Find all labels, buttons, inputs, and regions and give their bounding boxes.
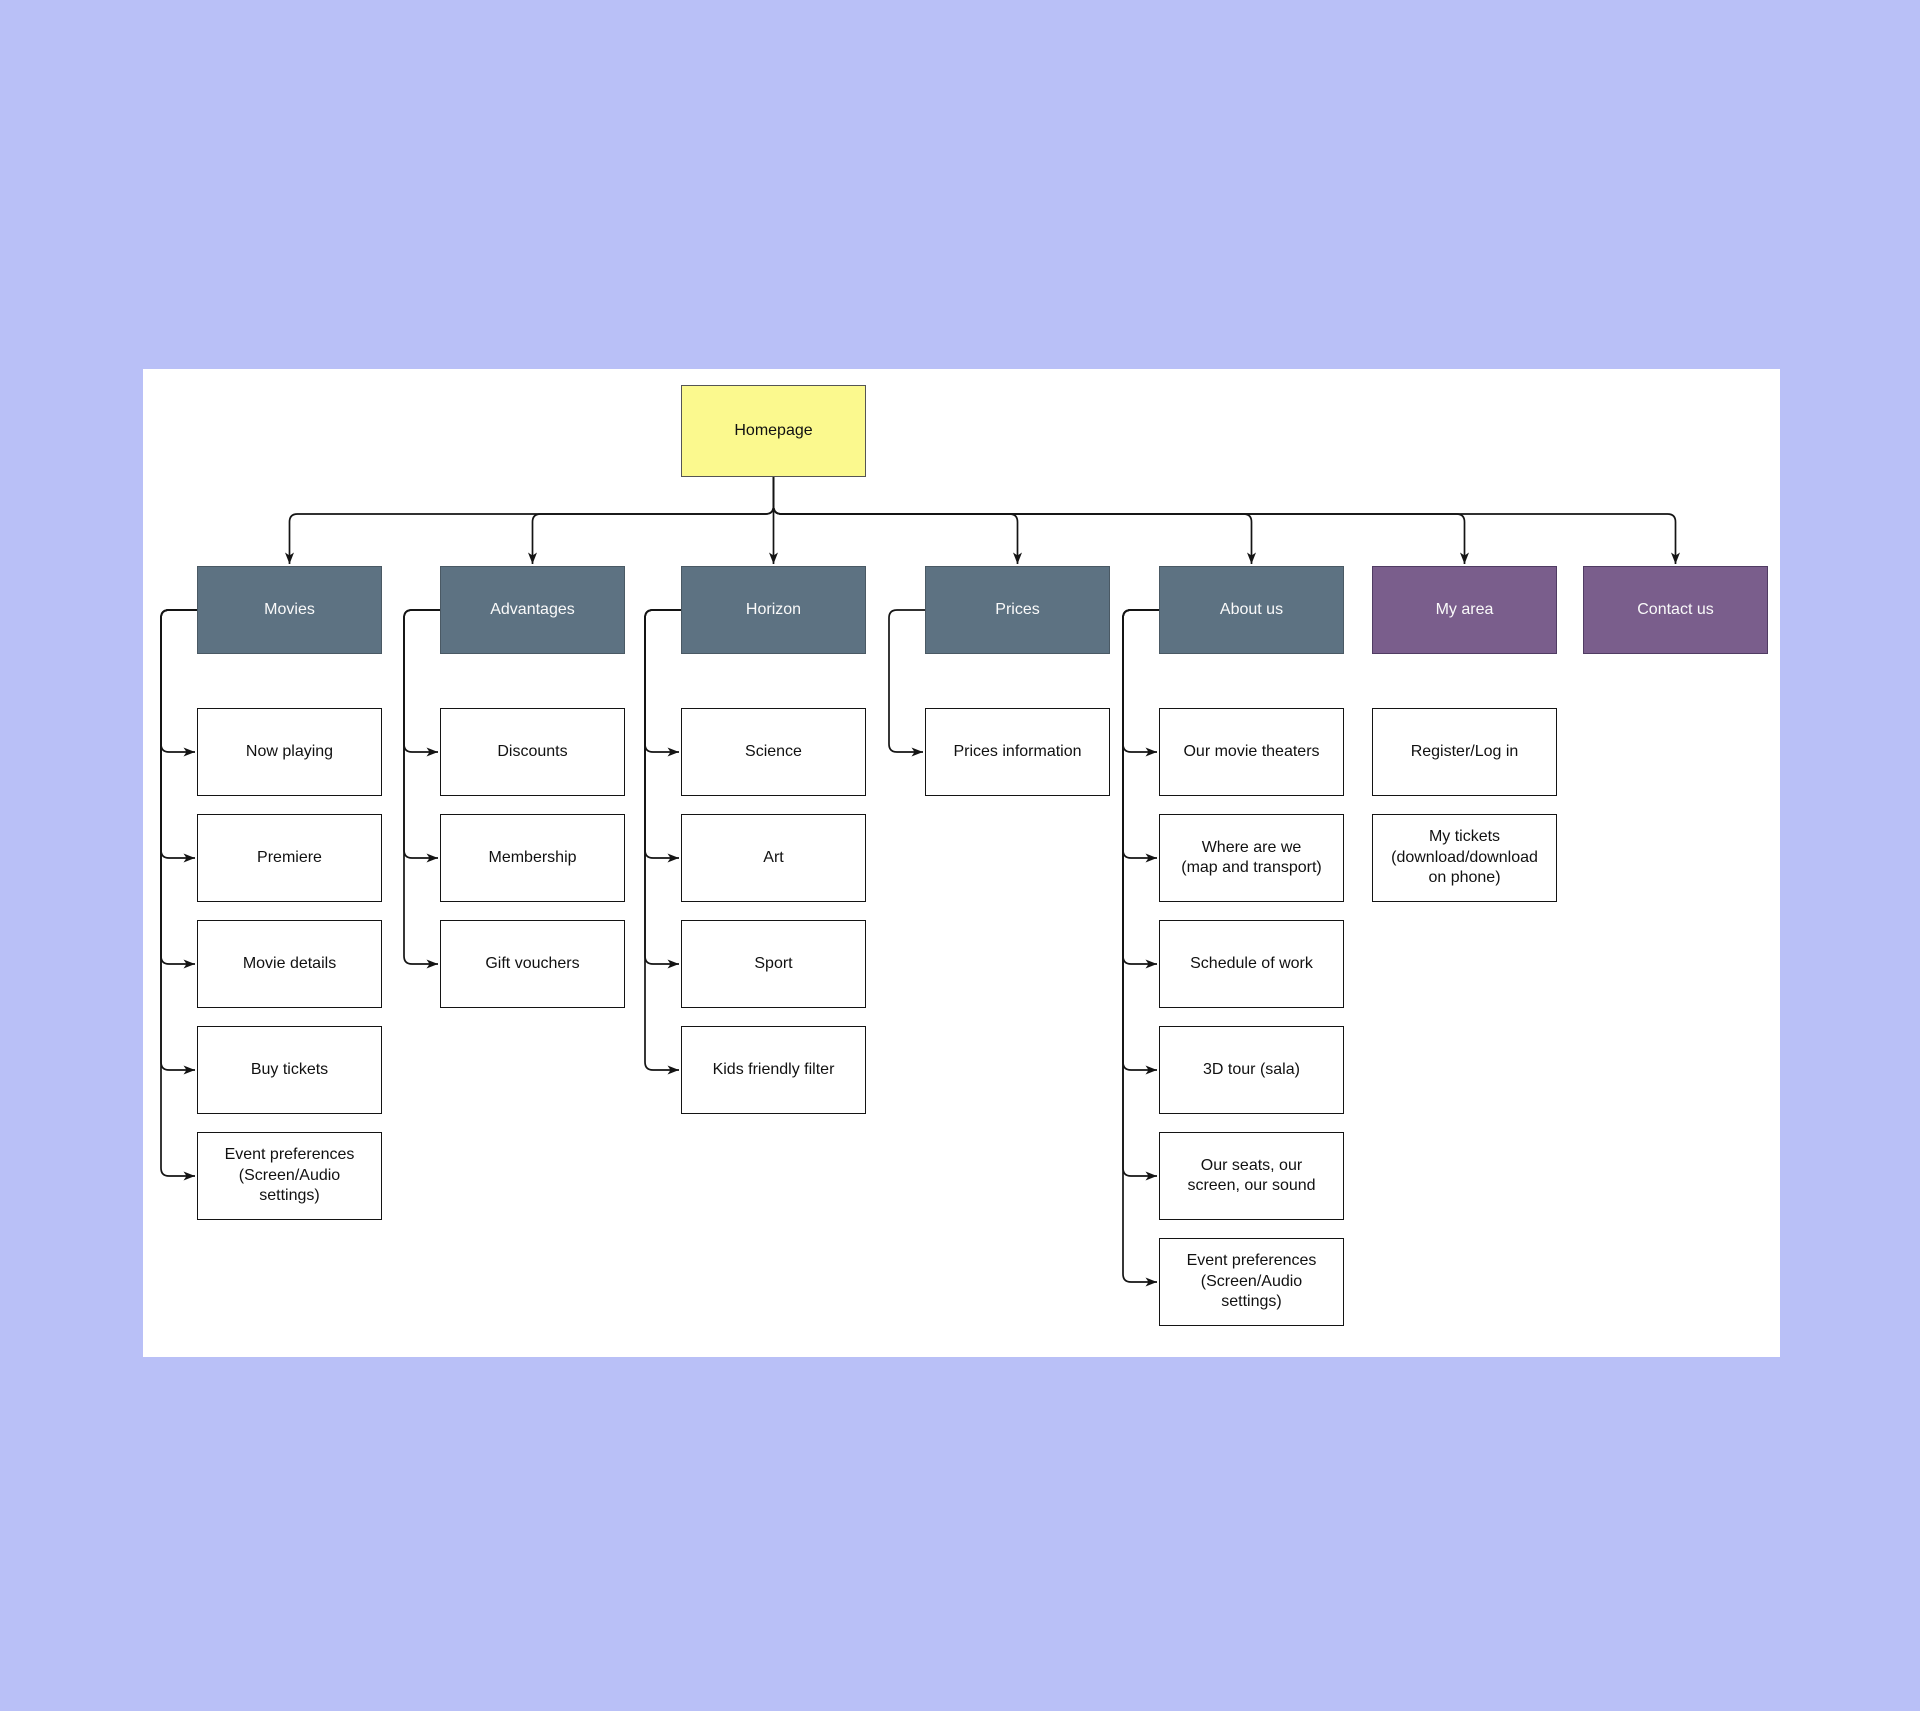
node-where-are-we[interactable]: Where are we (map and transport) [1159,814,1344,902]
node-advantages[interactable]: Advantages [440,566,625,654]
node-register-log-in[interactable]: Register/Log in [1372,708,1557,796]
node-discounts[interactable]: Discounts [440,708,625,796]
node-horizon[interactable]: Horizon [681,566,866,654]
node-gift-vouchers[interactable]: Gift vouchers [440,920,625,1008]
node-our-movie-theaters[interactable]: Our movie theaters [1159,708,1344,796]
node-about-us[interactable]: About us [1159,566,1344,654]
node-homepage[interactable]: Homepage [681,385,866,477]
node-contact-us[interactable]: Contact us [1583,566,1768,654]
node-membership[interactable]: Membership [440,814,625,902]
node-art[interactable]: Art [681,814,866,902]
node-sport[interactable]: Sport [681,920,866,1008]
node-science[interactable]: Science [681,708,866,796]
node-movie-details[interactable]: Movie details [197,920,382,1008]
node-event-preferences-about[interactable]: Event preferences (Screen/Audio settings… [1159,1238,1344,1326]
node-my-tickets[interactable]: My tickets (download/download on phone) [1372,814,1557,902]
node-prices[interactable]: Prices [925,566,1110,654]
node-schedule-of-work[interactable]: Schedule of work [1159,920,1344,1008]
node-our-seats[interactable]: Our seats, our screen, our sound [1159,1132,1344,1220]
node-prices-information[interactable]: Prices information [925,708,1110,796]
node-kids-friendly-filter[interactable]: Kids friendly filter [681,1026,866,1114]
node-3d-tour[interactable]: 3D tour (sala) [1159,1026,1344,1114]
node-buy-tickets[interactable]: Buy tickets [197,1026,382,1114]
node-premiere[interactable]: Premiere [197,814,382,902]
node-event-preferences-movies[interactable]: Event preferences (Screen/Audio settings… [197,1132,382,1220]
node-my-area[interactable]: My area [1372,566,1557,654]
node-movies[interactable]: Movies [197,566,382,654]
node-now-playing[interactable]: Now playing [197,708,382,796]
